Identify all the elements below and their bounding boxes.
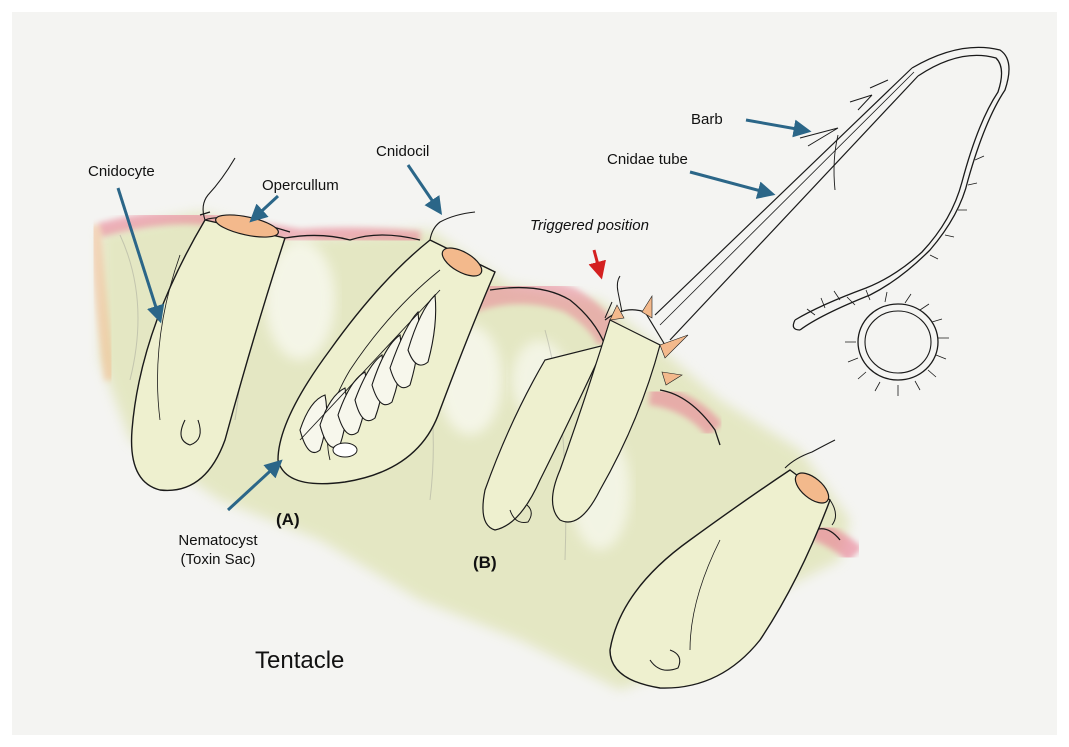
label-nematocyst-line1: Nematocyst (178, 532, 257, 549)
cnidae-tube (655, 47, 1009, 380)
label-nematocyst-line2: (Toxin Sac) (180, 551, 255, 568)
label-nematocyst: Nematocyst (Toxin Sac) (152, 531, 284, 569)
label-cnidae-tube: Cnidae tube (607, 151, 688, 168)
barb-arrow (746, 120, 808, 131)
label-a: (A) (276, 510, 300, 530)
opercullum-arrow (252, 196, 278, 220)
label-opercullum: Opercullum (262, 177, 339, 194)
label-barb: Barb (691, 111, 723, 128)
label-cnidocil: Cnidocil (376, 143, 429, 160)
label-triggered-position: Triggered position (530, 217, 649, 234)
triggered-arrow (594, 250, 601, 276)
label-cnidocyte: Cnidocyte (88, 163, 155, 180)
label-tentacle: Tentacle (255, 647, 344, 675)
cnidae-tube-arrow (690, 172, 772, 194)
cnidocil-arrow (408, 165, 440, 212)
label-b: (B) (473, 553, 497, 573)
